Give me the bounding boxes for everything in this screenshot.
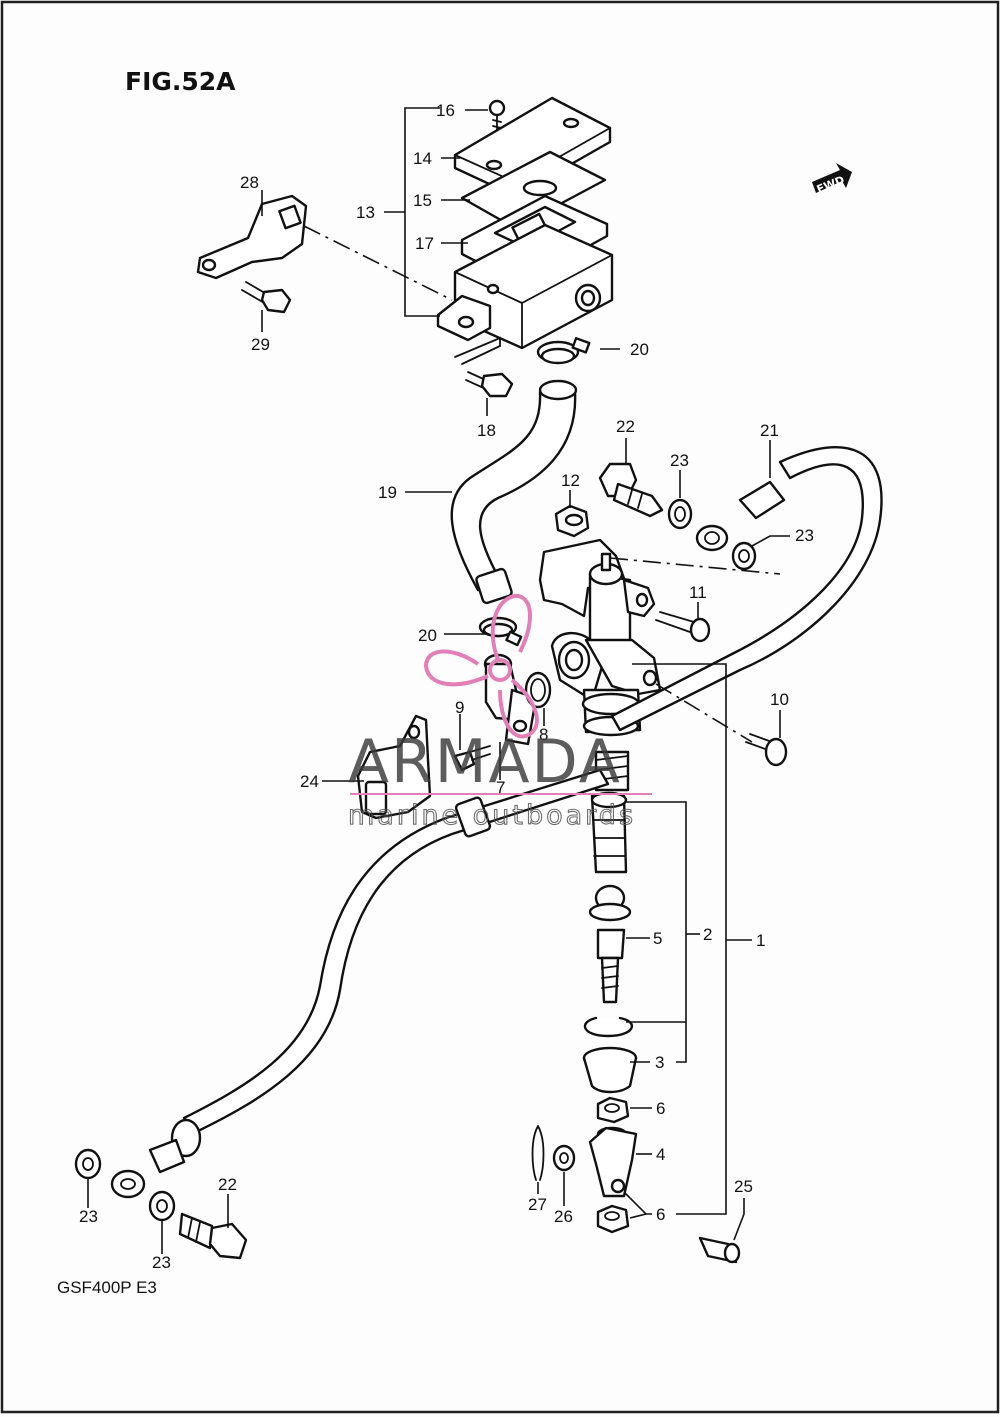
watermark: ARMADA marine outboards: [347, 593, 652, 832]
callout-9: 9: [455, 698, 464, 717]
callout-21: 21: [760, 421, 779, 440]
sealing-washer-right-part: [731, 541, 757, 571]
upper-hose-clamp-part: [536, 337, 591, 365]
callout-4: 4: [656, 1145, 665, 1164]
callout-22-top: 22: [616, 417, 635, 436]
callout-20-lower: 20: [418, 626, 437, 645]
callout-28: 28: [240, 173, 259, 192]
callout-13: 13: [356, 203, 375, 222]
brake-hose-lower-fitting-top: [454, 796, 492, 838]
brake-hose-lower-part: [182, 768, 610, 1134]
clevis-part: [588, 1126, 638, 1198]
brake-hose-upper-part: [610, 446, 883, 732]
brake-hose-lower-banjo: [110, 1169, 146, 1199]
watermark-logo-icon: [423, 593, 539, 739]
callout-8: 8: [539, 725, 548, 744]
sealing-washer-lower-right-part: [148, 1190, 176, 1222]
reservoir-body-part: [436, 223, 614, 350]
alignment-line-bolt: [655, 683, 753, 743]
callout-15: 15: [413, 191, 432, 210]
callout-29: 29: [251, 335, 270, 354]
union-nut-part: [554, 504, 590, 538]
callout-19: 19: [378, 483, 397, 502]
alignment-line-bracket: [303, 225, 453, 301]
sealing-washer-lower-left-part: [74, 1148, 102, 1180]
figure-title: FIG.52A: [125, 67, 236, 96]
callout-23-lower-left: 23: [79, 1207, 98, 1226]
union-bolt-lower-part: [178, 1212, 248, 1260]
callout-16: 16: [436, 101, 455, 120]
callout-14: 14: [413, 149, 432, 168]
callout-20-top: 20: [630, 340, 649, 359]
reservoir-outlet-guide: [454, 336, 501, 365]
callout-11: 11: [689, 583, 707, 602]
callout-12: 12: [561, 471, 580, 490]
callout-2: 2: [703, 925, 712, 944]
fwd-arrow-icon: FWD: [812, 163, 852, 196]
push-rod-part: [588, 884, 632, 1004]
callout-24: 24: [300, 772, 319, 791]
watermark-tagline: marine outboards: [348, 800, 636, 831]
callout-5: 5: [653, 929, 662, 948]
callout-26: 26: [554, 1207, 573, 1226]
hose-guide-part: [356, 714, 432, 820]
callout-7: 7: [496, 778, 505, 797]
bracket-bolt-part: [241, 281, 292, 314]
body-bolt-part: [655, 611, 711, 643]
model-code: GSF400P E3: [57, 1278, 157, 1297]
alignment-line-nut: [609, 557, 781, 575]
callout-27: 27: [528, 1195, 547, 1214]
mount-bolt-part: [745, 733, 788, 767]
diaphragm-plate-part: [460, 150, 607, 230]
callout-23-right: 23: [795, 526, 814, 545]
callout-23-top: 23: [670, 451, 689, 470]
leader-lines: [87, 107, 790, 1254]
callout-10: 10: [770, 690, 789, 709]
dust-boot-part: [582, 1046, 638, 1094]
callout-3: 3: [655, 1053, 664, 1072]
lower-hose-clamp-part: [478, 616, 523, 647]
clevis-pin-part: [698, 1236, 741, 1264]
plain-washer-part: [552, 1144, 576, 1172]
reservoir-hose-bottom-end: [475, 567, 513, 605]
callout-1: 1: [756, 931, 765, 950]
callout-17: 17: [415, 234, 434, 253]
cotter-pin-part: [531, 1125, 545, 1181]
callout-6-upper: 6: [656, 1099, 665, 1118]
circlip-part: [583, 1016, 634, 1038]
callout-25: 25: [734, 1177, 753, 1196]
piston-assembly-part: [590, 791, 628, 874]
lock-nut-upper-part: [596, 1096, 630, 1124]
connector-screw-part: [453, 745, 491, 772]
reservoir-bracket-part: [196, 194, 308, 280]
reservoir-hose-top-end: [538, 379, 578, 401]
reservoir-mount-bolt-part: [465, 371, 514, 398]
callout-18: 18: [477, 421, 496, 440]
brake-hose-upper-banjo: [695, 524, 729, 552]
callout-labels: 16 14 15 13 17 28 29 20 18 19 22 23 21 2…: [79, 101, 814, 1272]
lock-nut-lower-part: [596, 1204, 630, 1234]
sealing-washer-upper-part: [667, 498, 693, 530]
connector-o-ring-part: [524, 671, 552, 709]
callout-23-lower-right: 23: [152, 1253, 171, 1272]
union-bolt-upper-part: [598, 462, 664, 518]
callout-22-lower: 22: [218, 1175, 237, 1194]
fwd-label: FWD: [815, 173, 847, 196]
brake-hose-upper-fitting: [738, 480, 786, 520]
watermark-brand: ARMADA: [348, 727, 622, 797]
callout-6-lower: 6: [656, 1205, 665, 1224]
